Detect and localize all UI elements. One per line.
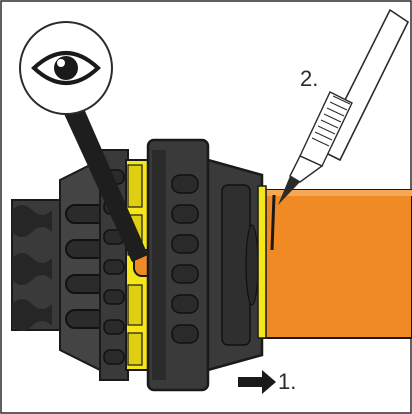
arrow-right-icon	[238, 370, 276, 394]
eye-icon	[31, 51, 101, 85]
connector-body	[146, 138, 267, 392]
inspect-callout	[19, 21, 148, 262]
step-1-label: 1.	[278, 369, 297, 394]
step-2-label: 2.	[300, 66, 319, 91]
cable	[261, 189, 412, 339]
mark-line	[270, 194, 276, 251]
marker-pen-icon	[270, 8, 410, 251]
